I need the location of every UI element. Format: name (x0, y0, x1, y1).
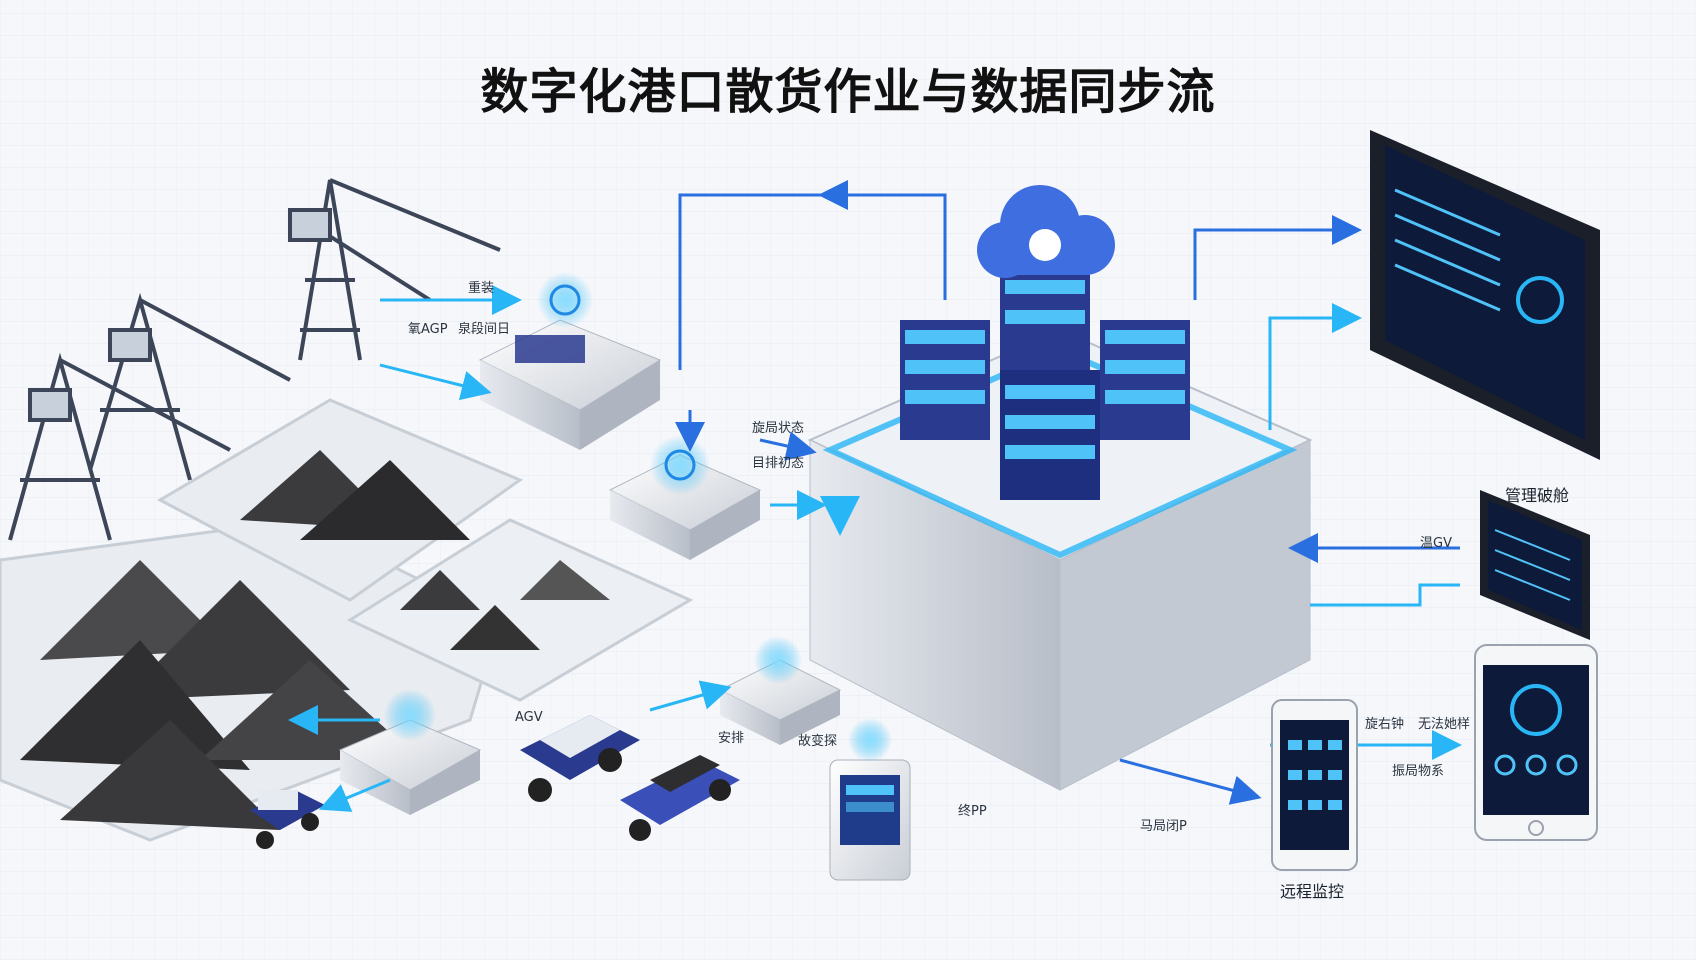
label-phone-a: 旋右钟 (1365, 717, 1405, 732)
mobile-phone-a (1271, 699, 1358, 871)
coal-yard-left (0, 518, 502, 842)
label-tablet-arrow: 温GV (1420, 536, 1452, 551)
edge-station-top (478, 272, 662, 450)
agv-vehicle (520, 715, 640, 802)
server-stack-2 (1000, 270, 1090, 380)
dashboard-tablet-large (1370, 130, 1600, 460)
label-phone-b: 无法她样 (1418, 717, 1471, 732)
crane-group (8, 178, 501, 541)
label-crane-right: 泉段间日 (458, 322, 511, 337)
label-bottom-mid: 马局闭P (1140, 819, 1187, 834)
coal-yard-mid (156, 398, 524, 602)
terminal-kiosk (829, 718, 911, 881)
label-status-a: 旋局状态 (752, 421, 805, 436)
small-agv (250, 790, 325, 849)
label-truck-b: 故变探 (798, 734, 838, 749)
label-status-b: 目排初态 (752, 456, 805, 471)
label-phone-c: 振局物系 (1392, 764, 1445, 779)
label-terminal: 终PP (958, 804, 987, 819)
cloud-icon (977, 185, 1115, 278)
label-phone-caption: 远程监控 (1280, 882, 1345, 901)
flow-arrows (288, 180, 1462, 812)
edge-station-bottom (718, 636, 842, 745)
diagram-title: 数字化港口散货作业与数据同步流 (480, 64, 1216, 120)
server-stack-1 (900, 320, 990, 440)
dashboard-tablet-small (1480, 490, 1590, 640)
label-crane-top: 重装 (468, 281, 495, 296)
edge-station-mid (608, 435, 762, 560)
label-agv: AGV (515, 710, 543, 725)
truck-vehicle (620, 755, 740, 841)
label-tablet: 管理破舱 (1505, 486, 1570, 505)
server-stack-3 (1100, 320, 1190, 440)
edge-station-left (338, 689, 482, 815)
label-crane-mid: 氧AGP (408, 322, 448, 337)
server-stack-4 (1000, 370, 1100, 500)
coal-yard-small (346, 518, 694, 702)
mobile-phone-b (1474, 644, 1598, 841)
central-datacenter (807, 185, 1313, 791)
label-truck-a: 安排 (718, 731, 745, 746)
